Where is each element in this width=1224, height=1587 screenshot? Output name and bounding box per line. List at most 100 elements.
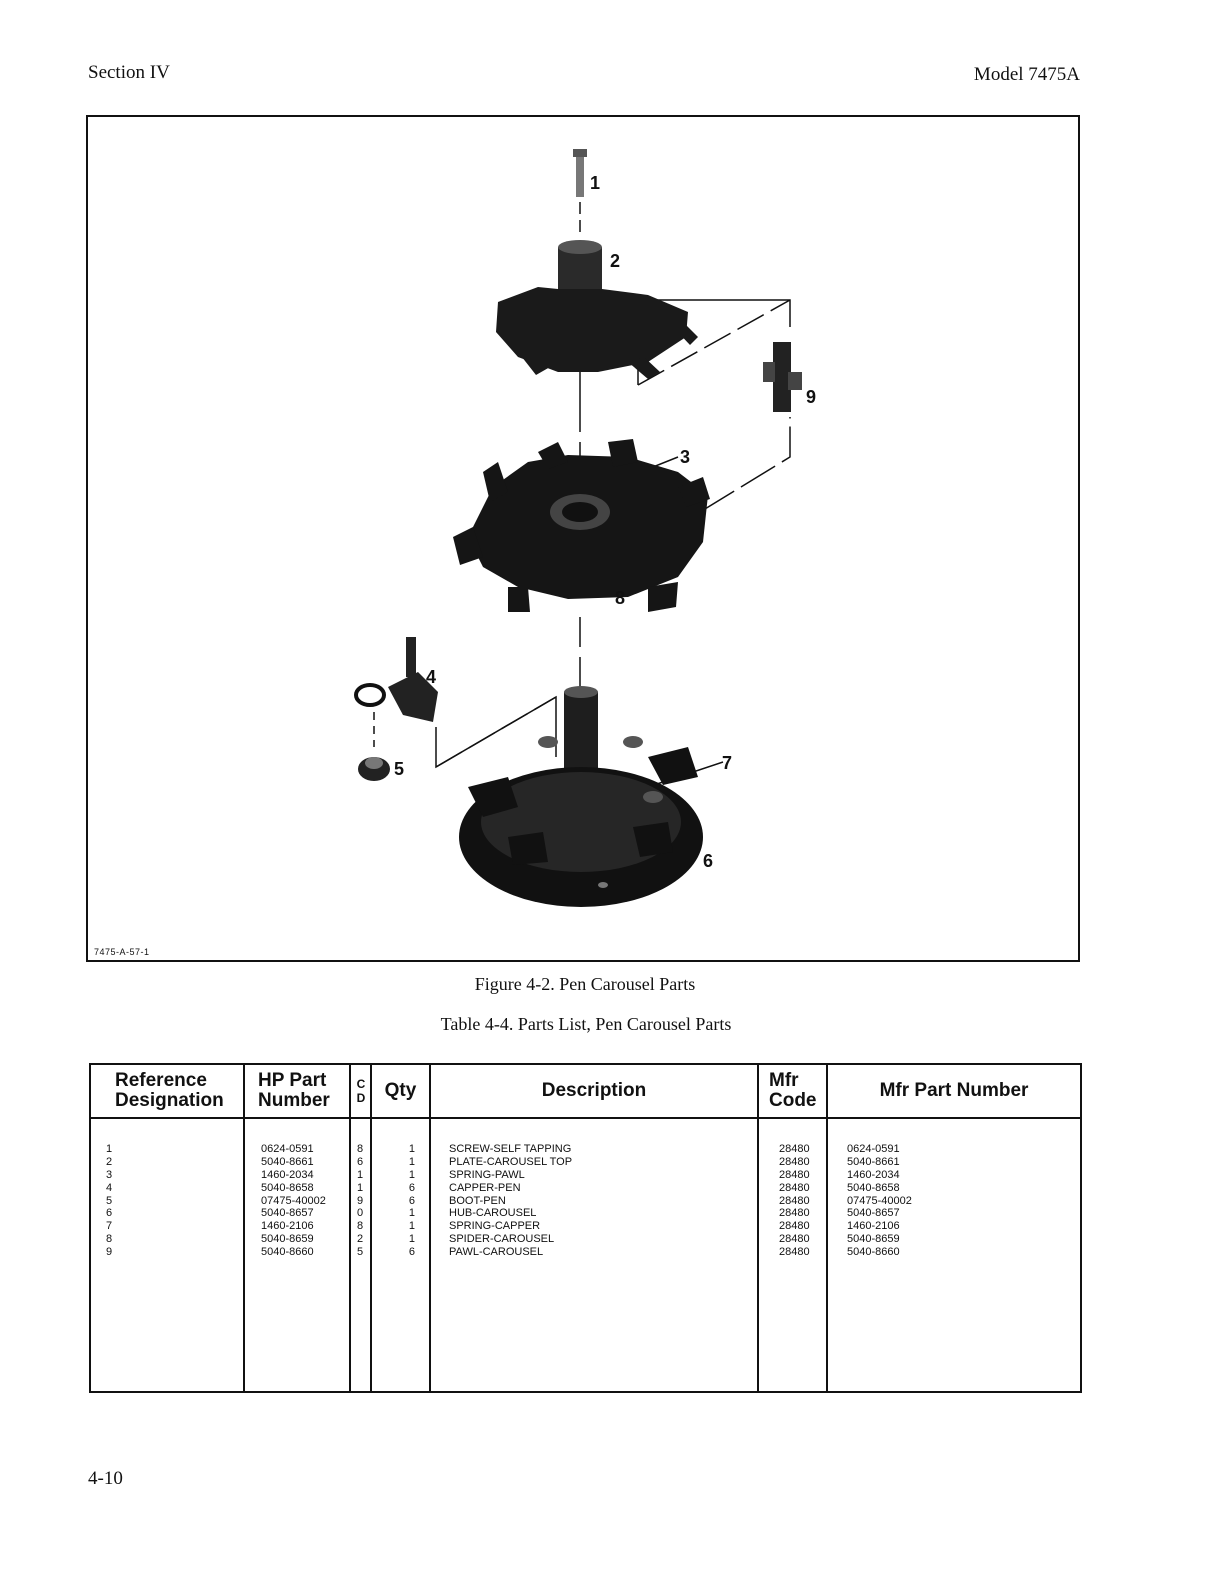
cell-reference: 9 [106,1246,113,1259]
header-qty: Qty [384,1080,417,1101]
cell-cd: 5 [357,1246,364,1259]
cell-cd: 1 [357,1181,364,1194]
table-row: 4 5040-8658 1 6 CAPPER-PEN 28480 5040-86… [91,1182,1080,1195]
cell-qty: 1 [408,1168,415,1181]
screw-part [573,149,587,197]
callout-7: 7 [722,753,732,773]
cell-cd: 8 [357,1220,364,1233]
cell-reference: 6 [106,1207,113,1220]
cell-description: BOOT-PEN [449,1194,506,1207]
table-row: 7 1460-2106 8 1 SPRING-CAPPER 28480 1460… [91,1220,1080,1233]
cell-mfr-part-number: 5040-8659 [847,1233,900,1246]
header-mfr-part-number: Mfr Part Number [879,1080,1029,1101]
cell-hp-part-number: 1460-2106 [261,1220,314,1233]
table-caption: Table 4-4. Parts List, Pen Carousel Part… [440,1014,732,1034]
cell-hp-part-number: 0624-0591 [261,1143,314,1155]
cell-description: SPIDER-CAROUSEL [449,1233,555,1246]
model-label: Model 7475A [973,64,1080,85]
cell-mfr-part-number: 5040-8658 [847,1181,900,1194]
cell-reference: 8 [106,1233,113,1246]
cell-mfr-code: 28480 [779,1194,810,1207]
cell-description: SCREW-SELF TAPPING [449,1143,572,1155]
section-label: Section IV [88,62,170,83]
figure-caption: Figure 4-2. Pen Carousel Parts [474,974,696,994]
column-divider [431,1065,759,1391]
column-divider [91,1065,245,1391]
table-row: 3 1460-2034 1 1 SPRING-PAWL 28480 1460-2… [91,1169,1080,1182]
capper-pen-part [354,637,438,722]
figure-frame: 1 2 3 4 5 6 7 8 9 7475-A-57-1 [86,115,1080,962]
boot-pen-part [358,757,390,781]
callout-9: 9 [806,387,816,407]
table-row: 2 5040-8661 6 1 PLATE-CAROUSEL TOP 28480… [91,1156,1080,1169]
cell-mfr-part-number: 5040-8657 [847,1207,900,1220]
callout-5: 5 [394,759,404,779]
cell-mfr-part-number: 1460-2106 [847,1220,900,1233]
figure-code: 7475-A-57-1 [94,947,150,957]
callout-2: 2 [610,251,620,271]
callout-6: 6 [703,851,713,871]
cell-qty: 6 [408,1246,415,1259]
cell-mfr-code: 28480 [779,1246,810,1259]
table-row: 1 0624-0591 8 1 SCREW-SELF TAPPING 28480… [91,1143,1080,1156]
table-body: 1 0624-0591 8 1 SCREW-SELF TAPPING 28480… [91,1143,1080,1259]
cell-mfr-code: 28480 [779,1181,810,1194]
cell-description: HUB-CAROUSEL [449,1207,537,1220]
cell-mfr-code: 28480 [779,1155,810,1168]
cell-description: SPRING-CAPPER [449,1220,541,1233]
cell-description: SPRING-PAWL [449,1168,525,1181]
carousel-top-plate [496,240,698,379]
cell-description: CAPPER-PEN [449,1181,521,1194]
callout-8: 8 [615,588,625,608]
column-divider [372,1065,431,1391]
cell-mfr-code: 28480 [779,1168,810,1181]
cell-qty: 1 [408,1143,415,1155]
table-row: 9 5040-8660 5 6 PAWL-CAROUSEL 28480 5040… [91,1246,1080,1259]
cell-mfr-part-number: 1460-2034 [847,1168,900,1181]
cell-reference: 4 [106,1181,113,1194]
cell-cd: 2 [357,1233,364,1246]
callout-3: 3 [680,447,690,467]
cell-mfr-code: 28480 [779,1143,810,1155]
cell-hp-part-number: 5040-8658 [261,1181,314,1194]
exploded-view-illustration: 1 2 3 4 5 6 7 8 9 [354,149,816,907]
cell-cd: 8 [357,1143,364,1155]
cell-reference: 3 [106,1168,113,1181]
cell-qty: 1 [408,1233,415,1246]
pawl-part [763,342,802,412]
cell-reference: 1 [106,1143,113,1155]
callout-labels: 1 2 3 4 5 6 7 8 9 [394,173,816,871]
cell-qty: 1 [408,1220,415,1233]
column-divider [245,1065,351,1391]
cell-cd: 0 [357,1207,364,1220]
cell-description: PLATE-CAROUSEL TOP [449,1155,573,1168]
cell-reference: 5 [106,1194,113,1207]
callout-4: 4 [426,667,436,687]
cell-description: PAWL-CAROUSEL [449,1246,544,1259]
callout-1: 1 [590,173,600,193]
column-divider [351,1065,372,1391]
cell-reference: 2 [106,1155,113,1168]
cell-mfr-part-number: 07475-40002 [847,1194,912,1207]
table-row: 6 5040-8657 0 1 HUB-CAROUSEL 28480 5040-… [91,1207,1080,1220]
cell-hp-part-number: 5040-8657 [261,1207,314,1220]
cell-cd: 6 [357,1155,364,1168]
cell-mfr-part-number: 5040-8661 [847,1155,900,1168]
column-divider [759,1065,828,1391]
header-description: Description [541,1080,647,1101]
cell-mfr-part-number: 5040-8660 [847,1246,900,1259]
cell-reference: 7 [106,1220,113,1233]
spider-carousel [453,439,710,612]
cell-cd: 9 [357,1194,364,1207]
cell-qty: 1 [408,1207,415,1220]
table-row: 5 07475-40002 9 6 BOOT-PEN 28480 07475-4… [91,1195,1080,1208]
cell-hp-part-number: 07475-40002 [261,1194,326,1207]
hub-carousel [459,686,703,907]
page-number: 4-10 [88,1468,123,1489]
